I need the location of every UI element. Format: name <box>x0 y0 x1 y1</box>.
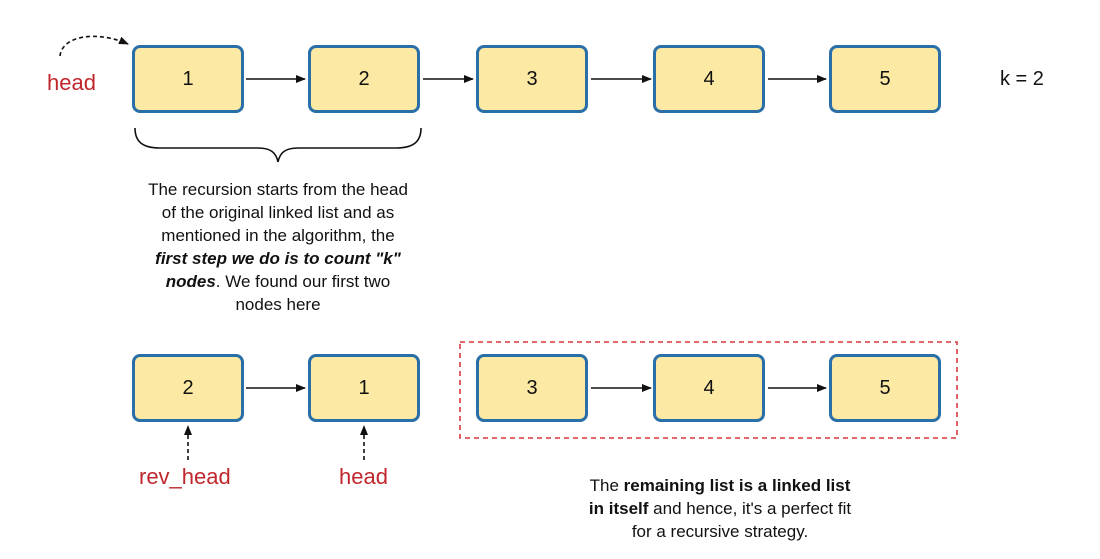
caption-bottom-bold: in itself <box>588 499 649 518</box>
caption-bottom-line: for a recursive strategy. <box>631 522 809 541</box>
node-top-5: 5 <box>829 45 941 113</box>
node-rev-2: 2 <box>132 354 244 422</box>
caption-top-bold: first step we do is to count "k" <box>155 249 401 268</box>
node-top-2: 2 <box>308 45 420 113</box>
node-rev-1: 1 <box>308 354 420 422</box>
head-label-top: head <box>47 70 96 95</box>
k-value-label: k = 2 <box>1000 68 1044 90</box>
node-remaining-3: 3 <box>476 354 588 422</box>
node-remaining-4: 4 <box>653 354 765 422</box>
caption-top-line: nodes here <box>235 295 321 314</box>
node-remaining-5: 5 <box>829 354 941 422</box>
node-top-3: 3 <box>476 45 588 113</box>
caption-top: The recursion starts from the head of th… <box>100 178 456 316</box>
caption-bottom: The remaining list is a linked list in i… <box>540 474 900 543</box>
caption-top-line: mentioned in the algorithm, the <box>161 226 395 245</box>
caption-bottom-line: The <box>589 476 624 495</box>
caption-bottom-line: and hence, it's a perfect fit <box>648 499 852 518</box>
caption-bottom-bold: remaining list is a linked list <box>623 476 851 495</box>
node-top-1: 1 <box>132 45 244 113</box>
brace <box>134 127 422 163</box>
head-pointer-curve <box>59 35 129 57</box>
node-top-4: 4 <box>653 45 765 113</box>
caption-top-line: . We found our first two <box>215 272 391 291</box>
caption-top-line: of the original linked list and as <box>161 203 395 222</box>
caption-top-bold: nodes <box>165 272 216 291</box>
rev-head-label: rev_head <box>139 464 231 489</box>
caption-top-line: The recursion starts from the head <box>148 180 408 199</box>
remaining-list-box <box>459 341 958 439</box>
head-label-bottom: head <box>339 464 388 489</box>
